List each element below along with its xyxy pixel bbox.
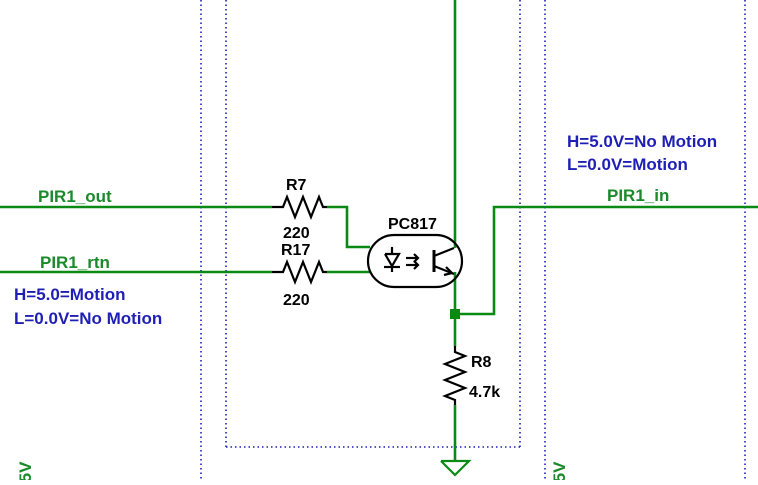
ground-icon — [440, 459, 472, 477]
net-label-pir-in: PIR1_in — [607, 186, 669, 205]
r8-ref: R8 — [471, 354, 492, 371]
wire-pir-in — [455, 205, 758, 316]
note-right-low: L=0.0V=Motion — [567, 155, 688, 174]
net-label-pir-out: PIR1_out — [38, 187, 112, 206]
resistor-icon — [272, 194, 327, 220]
resistor-icon — [272, 259, 327, 285]
resistor-icon — [442, 346, 468, 405]
rail-label-right: -5V — [550, 461, 569, 480]
note-left-high: H=5.0=Motion — [14, 285, 125, 304]
region-boundaries — [200, 0, 746, 480]
wire-r7-to-led — [327, 205, 370, 249]
r17-value: 220 — [283, 292, 310, 309]
junction-dot-icon — [450, 309, 460, 319]
r7-value: 220 — [283, 225, 310, 242]
optocoupler-icon — [366, 233, 464, 289]
note-left-low: L=0.0V=No Motion — [14, 309, 162, 328]
r8-value: 4.7k — [469, 384, 500, 401]
r17-ref: R17 — [281, 242, 310, 259]
wires — [0, 0, 758, 461]
net-label-pir-rtn: PIR1_rtn — [40, 253, 110, 272]
u1-ref: PC817 — [388, 216, 437, 233]
note-right-high: H=5.0V=No Motion — [567, 132, 717, 151]
r7-ref: R7 — [286, 177, 307, 194]
rail-label-left: -5V — [16, 461, 35, 480]
